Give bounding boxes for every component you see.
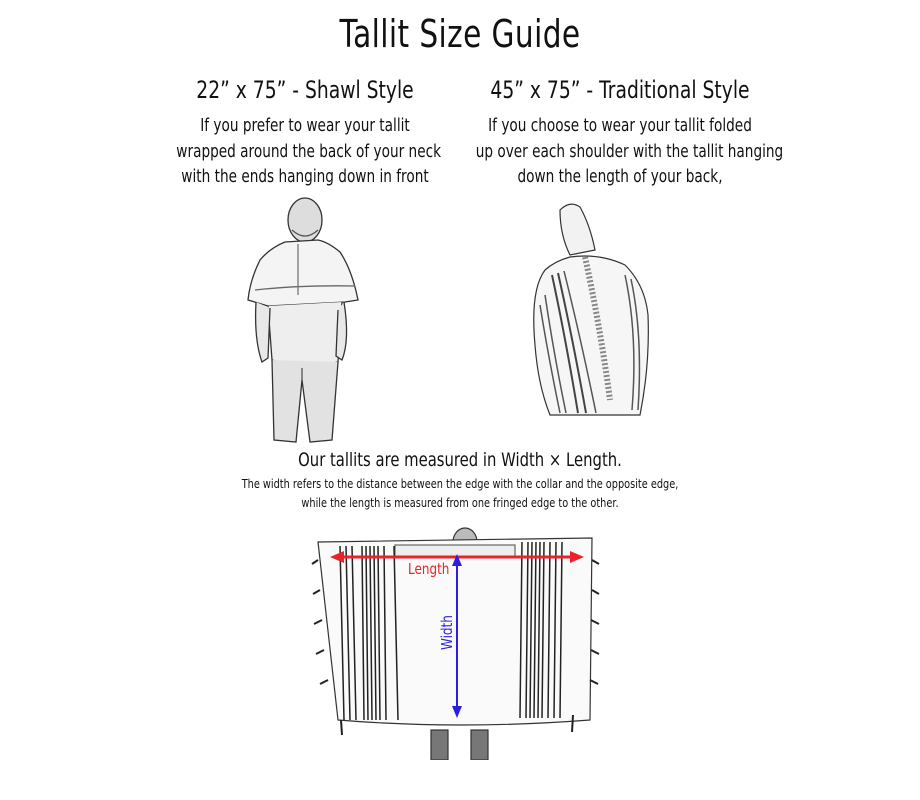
traditional-style-description: If you choose to wear your tallit folded… [475, 114, 784, 191]
traditional-style-heading: 45” x 75” - Traditional Style [490, 76, 750, 104]
description-line: The width refers to the distance between… [241, 476, 679, 491]
description-line: wrapped around the back of your neck [176, 141, 442, 162]
traditional-style-illustration [533, 203, 649, 416]
shawl-style-illustration [247, 197, 359, 443]
width-label: Width [438, 615, 456, 650]
description-line: up over each shoulder with the tallit ha… [475, 141, 784, 162]
description-line: with the ends hanging down in front [181, 167, 429, 187]
shawl-style-heading: 22” x 75” - Shawl Style [196, 76, 414, 104]
page-title: Tallit Size Guide [339, 12, 581, 56]
measurement-heading: Our tallits are measured in Width × Leng… [298, 449, 622, 471]
measurement-description: The width refers to the distance between… [101, 474, 819, 512]
description-line: while the length is measured from one fr… [301, 495, 619, 510]
shawl-style-description: If you prefer to wear your tallit wrappe… [176, 114, 442, 191]
tallit-measurement-diagram [311, 527, 600, 760]
description-line: down the length of your back, [517, 167, 723, 187]
description-line: If you choose to wear your tallit folded [488, 116, 752, 136]
description-line: If you prefer to wear your tallit [200, 116, 410, 136]
length-label: Length [408, 560, 450, 578]
